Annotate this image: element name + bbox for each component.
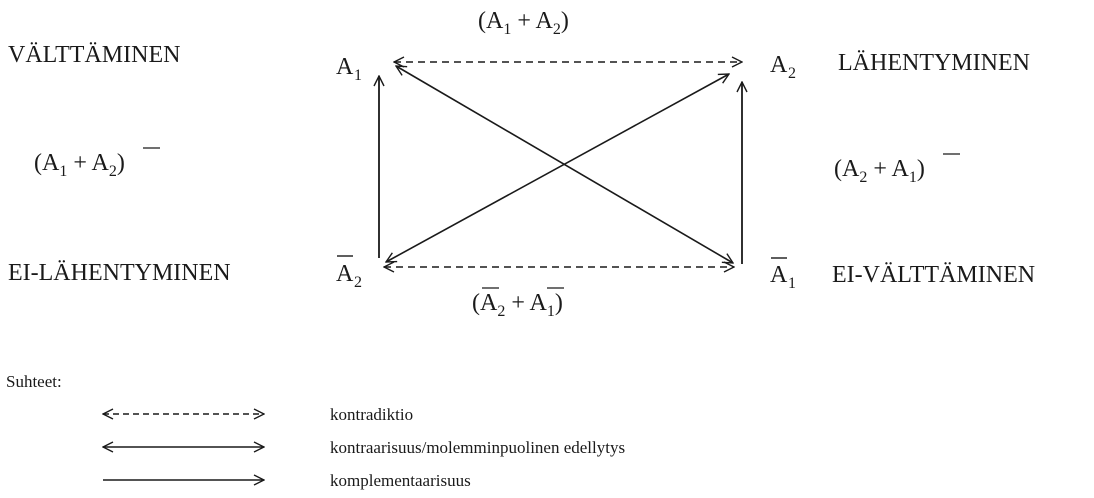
label-non-avoidance: EI-VÄLTTÄMINEN: [832, 262, 1035, 288]
svg-text:A: A: [770, 262, 788, 288]
node-a1-bar: A 1: [770, 257, 796, 292]
svg-text:(A1 + A2): (A1 + A2): [478, 8, 569, 38]
legend-title: Suhteet:: [6, 372, 62, 391]
label-approach: LÄHENTYMINEN: [838, 50, 1030, 76]
combo-left: (A1 + A2): [34, 147, 160, 180]
svg-text:(A2 + A1): (A2 + A1): [472, 290, 563, 320]
node-a2: A 2: [770, 52, 796, 82]
svg-text:1: 1: [788, 275, 796, 292]
legend-label: kontraarisuus/molemminpuolinen edellytys: [330, 438, 625, 457]
svg-text:(A2 + A1): (A2 + A1): [834, 156, 925, 186]
svg-text:2: 2: [354, 274, 362, 291]
svg-text:2: 2: [788, 65, 796, 82]
label-avoidance: VÄLTTÄMINEN: [8, 42, 180, 68]
combo-top: (A1 + A2): [478, 8, 569, 38]
node-a1: A 1: [336, 54, 362, 84]
svg-text:A: A: [336, 54, 354, 80]
svg-text:A: A: [336, 261, 354, 287]
svg-text:1: 1: [354, 67, 362, 84]
combo-bottom: (A2 + A1): [472, 287, 564, 320]
label-non-approach: EI-LÄHENTYMINEN: [8, 260, 231, 286]
combo-right: (A2 + A1): [834, 153, 960, 186]
contrariety-arrow-diagonal-2: [386, 74, 729, 262]
svg-text:A: A: [770, 52, 788, 78]
legend-label: komplementaarisuus: [330, 471, 471, 490]
legend-item-contradiction: kontradiktio: [103, 405, 413, 424]
node-a2-bar: A 2: [336, 255, 362, 291]
legend-item-complementarity: komplementaarisuus: [103, 471, 471, 490]
svg-text:(A1 + A2): (A1 + A2): [34, 150, 125, 180]
legend-label: kontradiktio: [330, 405, 413, 424]
legend-item-contrariety: kontraarisuus/molemminpuolinen edellytys: [103, 438, 625, 457]
